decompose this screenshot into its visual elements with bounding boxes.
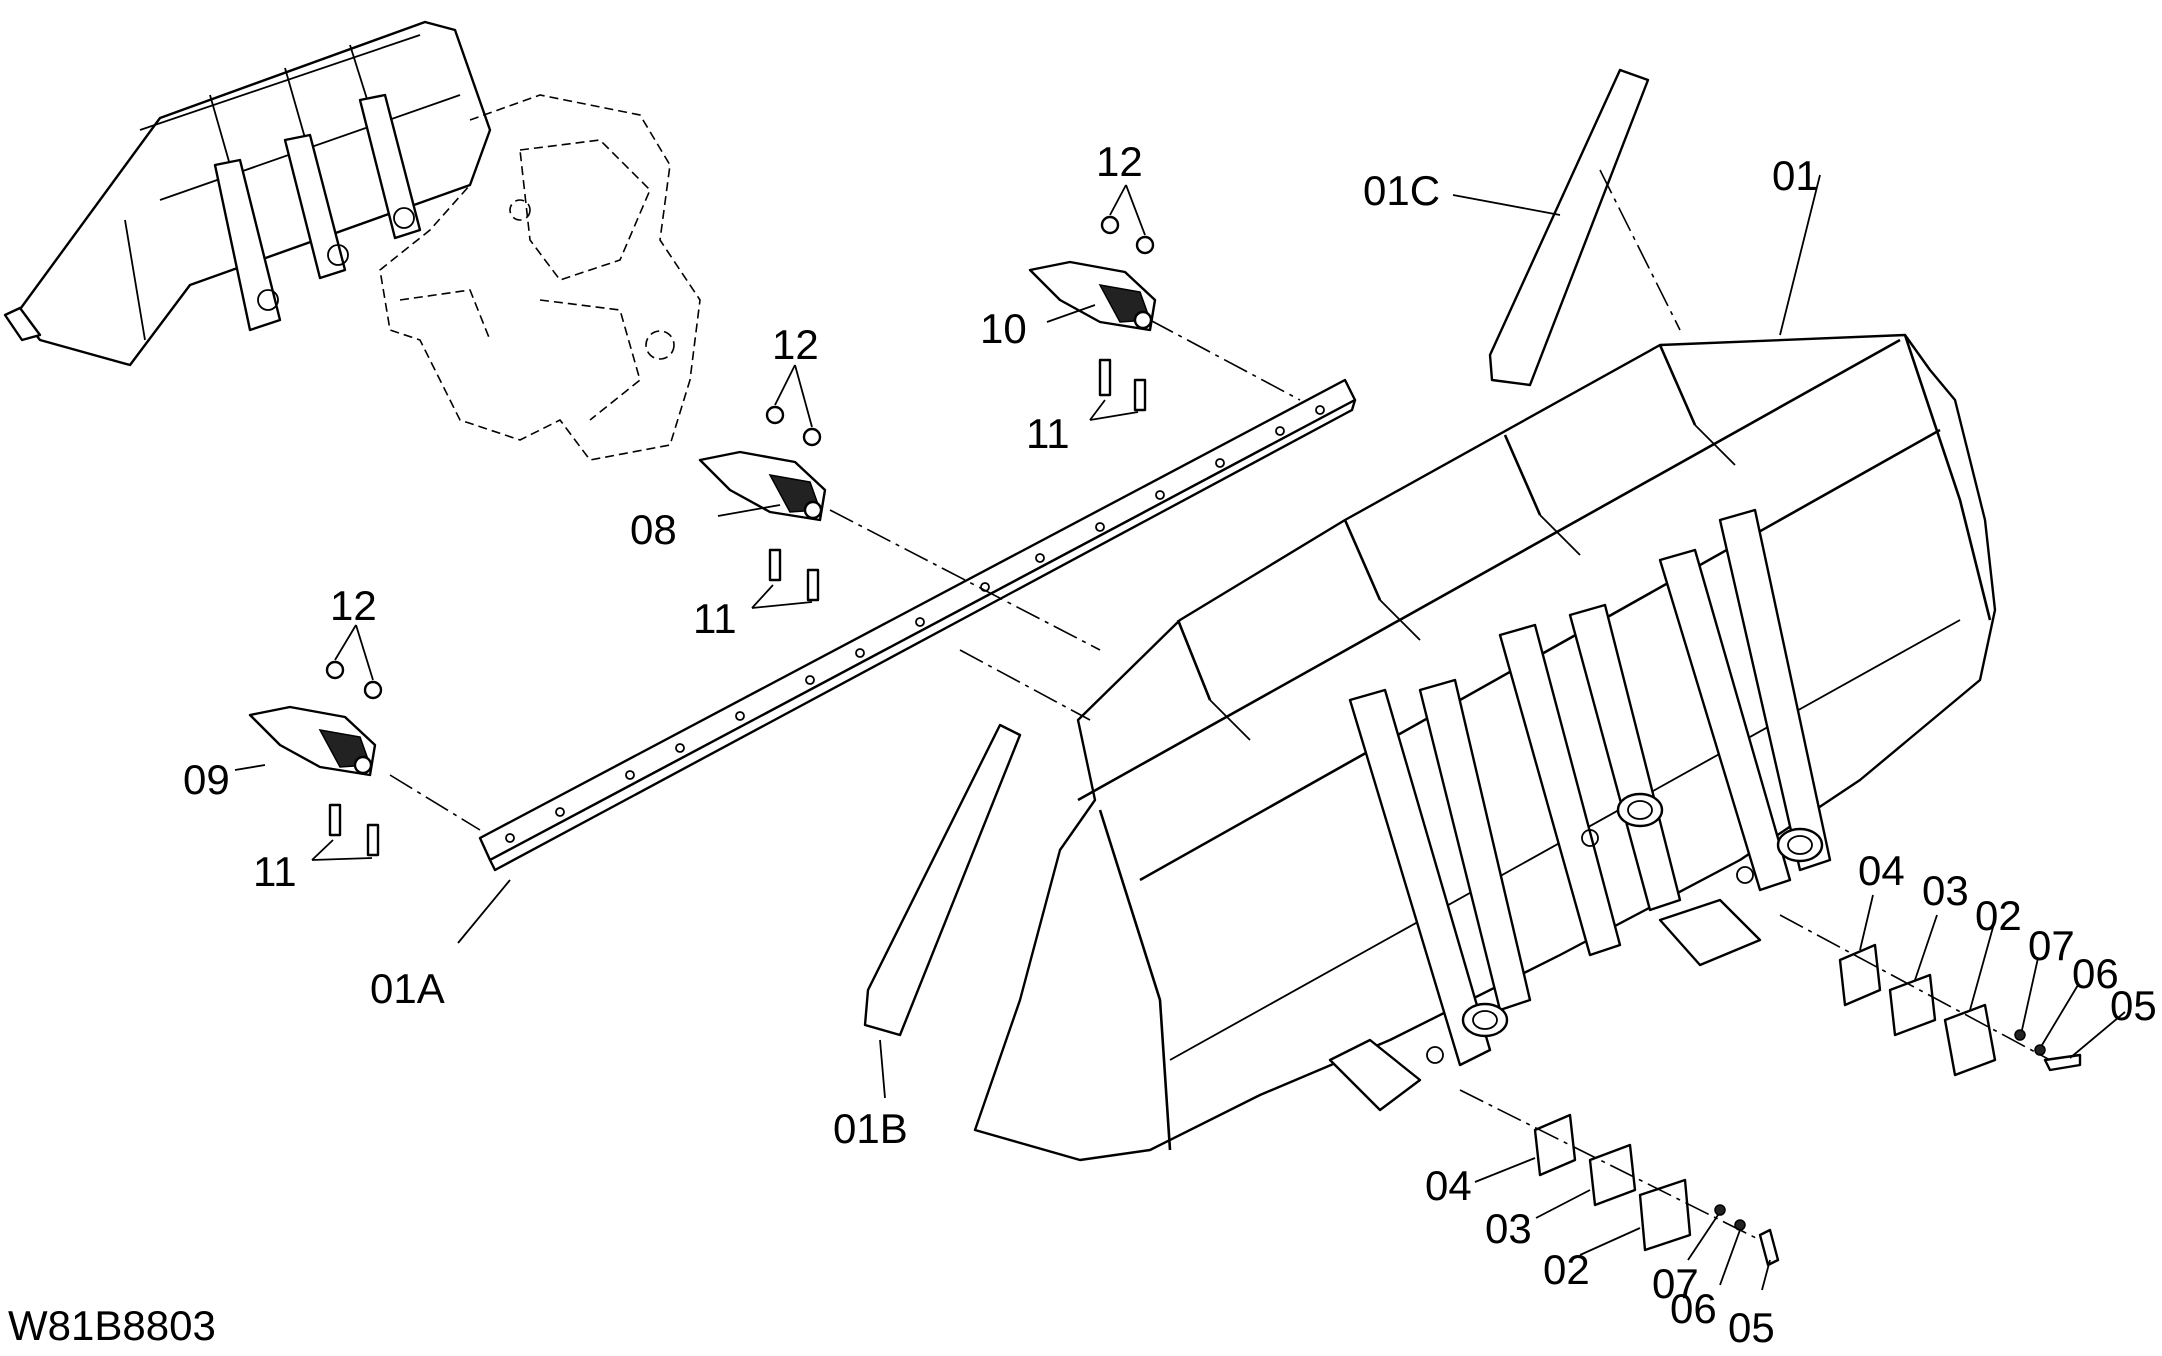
callout-09: 09: [183, 756, 230, 803]
hinge-hardware-upper: [1838, 943, 2082, 1077]
nuts-12: [325, 215, 1155, 700]
callout-05-lower: 05: [1728, 1304, 1775, 1351]
callout-01c: 01C: [1363, 167, 1440, 214]
callout-04-lower: 04: [1425, 1162, 1472, 1209]
callout-11-top: 11: [1026, 410, 1070, 457]
callout-12-top: 12: [1096, 138, 1143, 185]
callout-08: 08: [630, 506, 677, 553]
callout-03-lower: 03: [1485, 1205, 1532, 1252]
cutting-edge-bolt-holes: [505, 405, 1325, 843]
tooth-adapter-09: [248, 705, 377, 777]
callout-06-lower: 06: [1670, 1285, 1717, 1332]
callout-04-upper: 04: [1858, 847, 1905, 894]
loader-reference-view: [3, 20, 701, 461]
callout-12-left: 12: [330, 582, 377, 629]
callout-05-upper: 05: [2110, 982, 2157, 1029]
bolts-11: [328, 358, 1147, 857]
tooth-adapter-10: [1028, 260, 1157, 332]
callout-11-mid: 11: [693, 595, 737, 642]
cutting-edge-plate: [478, 378, 1357, 872]
center-lines: [389, 169, 2051, 1241]
callout-01b: 01B: [833, 1105, 908, 1152]
callout-01: 01: [1772, 152, 1819, 199]
leader-lines: [234, 174, 2126, 1291]
callout-07-upper: 07: [2028, 922, 2075, 969]
callout-02-lower: 02: [1543, 1246, 1590, 1293]
side-cutter-01b: [863, 723, 1022, 1037]
side-cutter-01c: [1488, 68, 1650, 387]
tooth-adapter-08: [698, 450, 827, 522]
callout-labels: 01 01C 12 10 11 12 08 11 12 09 11 01A 01…: [8, 138, 2157, 1351]
bucket-assembly: [973, 333, 1997, 1162]
callout-12-mid: 12: [772, 321, 819, 368]
hinge-hardware-lower: [1533, 1113, 1780, 1267]
callout-11-left: 11: [253, 848, 297, 895]
callout-03-upper: 03: [1922, 867, 1969, 914]
callout-06-upper: 06: [2072, 950, 2119, 997]
callout-01a: 01A: [370, 965, 445, 1012]
drawing-id: W81B8803: [8, 1302, 216, 1349]
callout-07-lower: 07: [1652, 1260, 1699, 1307]
callout-10: 10: [980, 305, 1027, 352]
callout-02-upper: 02: [1975, 892, 2022, 939]
